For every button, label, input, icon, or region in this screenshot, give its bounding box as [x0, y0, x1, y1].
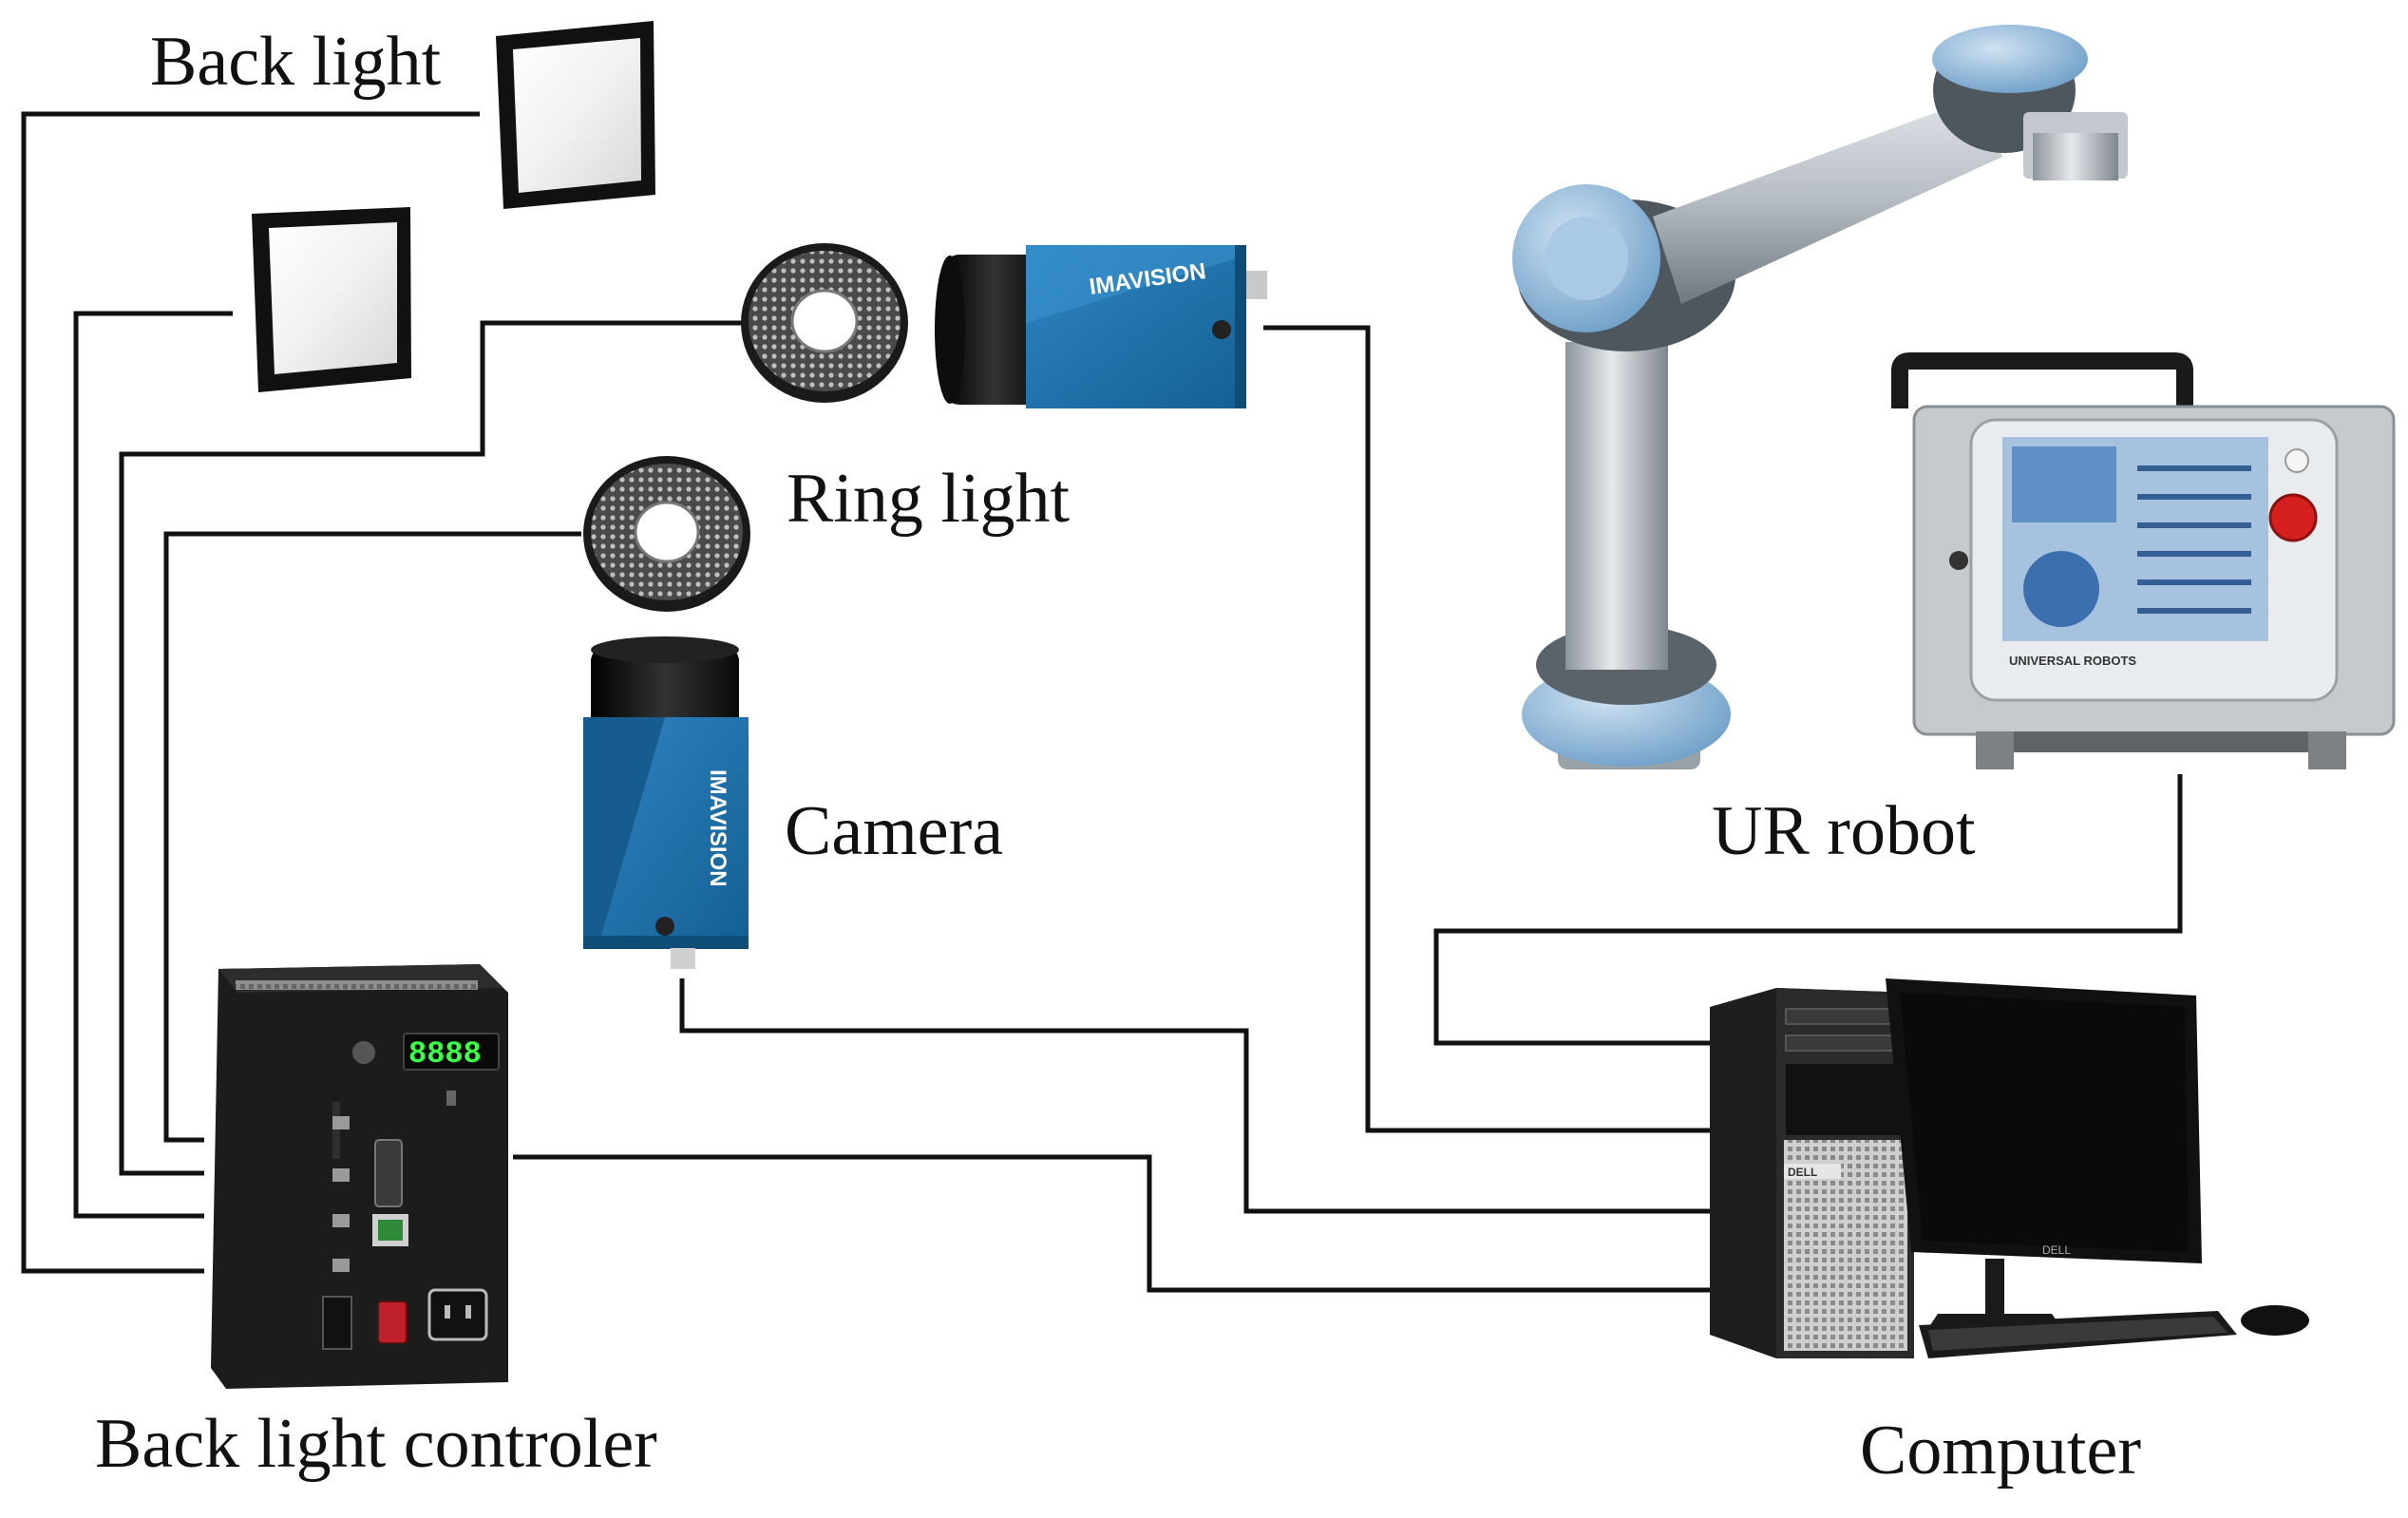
ring-light-middle [583, 456, 750, 612]
label-camera: Camera [785, 792, 1004, 870]
back-light-panel-top [496, 21, 655, 209]
camera-vertical: IMAVISION [583, 636, 749, 969]
robot-teach-pendant: UNIVERSAL ROBOTS [1891, 352, 2396, 769]
label-back-light-controller: Back light controler [95, 1405, 657, 1483]
label-ring-light: Ring light [787, 460, 1071, 538]
wire-camera-to-computer [679, 978, 1710, 1214]
wire-ring-light-2 [163, 531, 581, 1143]
wire-camera-top-to-computer [1263, 325, 1710, 1133]
wire-controller-to-computer [513, 1154, 1710, 1293]
wire-back-light-1 [21, 111, 480, 1274]
back-light-panel-second [252, 207, 411, 392]
pendant-brand-text: UNIVERSAL ROBOTS [2009, 654, 2136, 668]
computer-brand-text: DELL [1788, 1166, 1817, 1179]
wire-robot-to-computer [1433, 774, 2183, 1046]
computer: DELL DELL [1710, 978, 2309, 1358]
connection-wires [21, 111, 2183, 1293]
ur-robot-arm [1512, 25, 2128, 769]
wire-ring-light-1 [119, 320, 746, 1176]
ring-light-top [741, 243, 908, 403]
label-computer: Computer [1860, 1412, 2141, 1490]
monitor-brand-text: DELL [2042, 1243, 2071, 1257]
camera-horizontal: IMAVISION [935, 245, 1267, 408]
wire-back-light-2 [73, 311, 233, 1219]
back-light-controller: 8888 [211, 964, 508, 1389]
controller-display: 8888 [408, 1036, 482, 1072]
label-back-light: Back light [150, 23, 442, 101]
label-ur-robot: UR robot [1712, 792, 1976, 870]
camera-vertical-brand-text: IMAVISION [705, 769, 730, 887]
